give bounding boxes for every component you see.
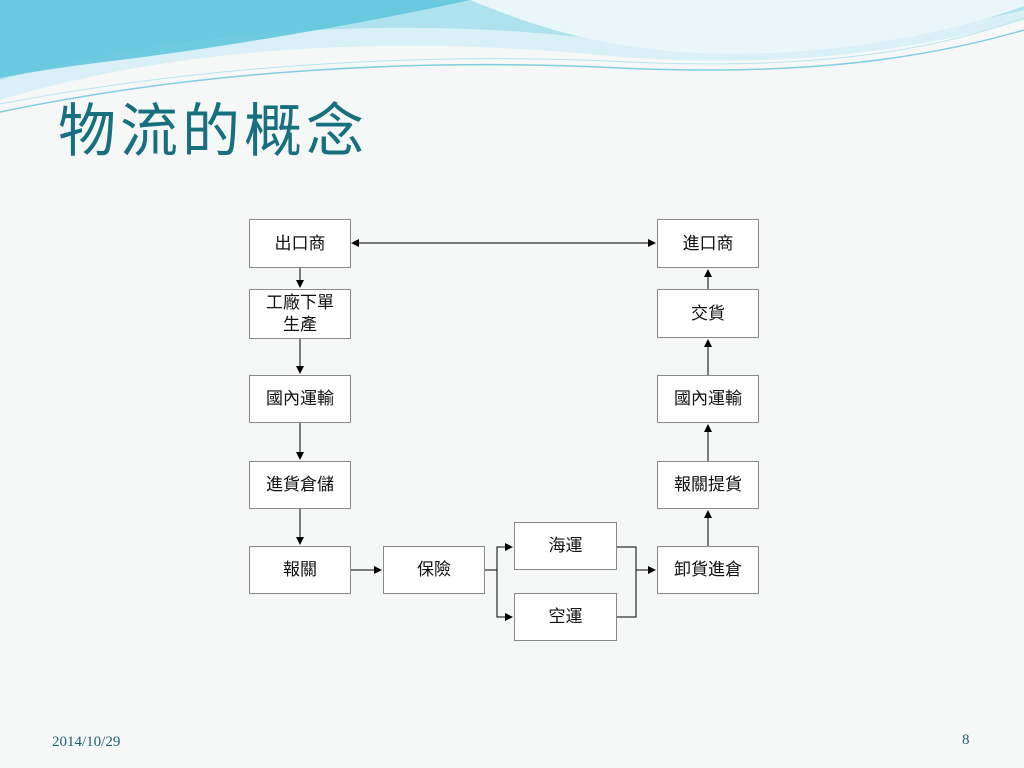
node-warehousing: 進貨倉儲 [249, 461, 351, 509]
node-domestic-transport-left: 國內運輸 [249, 375, 351, 423]
node-factory-production: 工廠下單 生產 [249, 289, 351, 339]
line-air-unload [617, 570, 637, 618]
node-unload-warehouse: 卸貨進倉 [657, 546, 759, 594]
arrow-insurance-sea [485, 543, 513, 571]
arrow-sea-unload [617, 546, 656, 574]
node-importer: 進口商 [657, 219, 759, 268]
arrow-insurance-air [496, 570, 513, 621]
node-exporter: 出口商 [249, 219, 351, 268]
node-air-freight: 空運 [514, 593, 617, 641]
node-sea-freight: 海運 [514, 522, 617, 570]
page-title: 物流的概念 [58, 97, 369, 165]
node-insurance: 保險 [383, 546, 485, 594]
node-customs: 報關 [249, 546, 351, 594]
node-customs-pickup: 報關提貨 [657, 461, 759, 509]
node-delivery: 交貨 [657, 289, 759, 338]
node-domestic-transport-right: 國內運輸 [657, 375, 759, 423]
wave-decoration [0, 0, 1024, 113]
page-number: 8 [962, 732, 970, 748]
footer-date: 2014/10/29 [52, 734, 121, 750]
